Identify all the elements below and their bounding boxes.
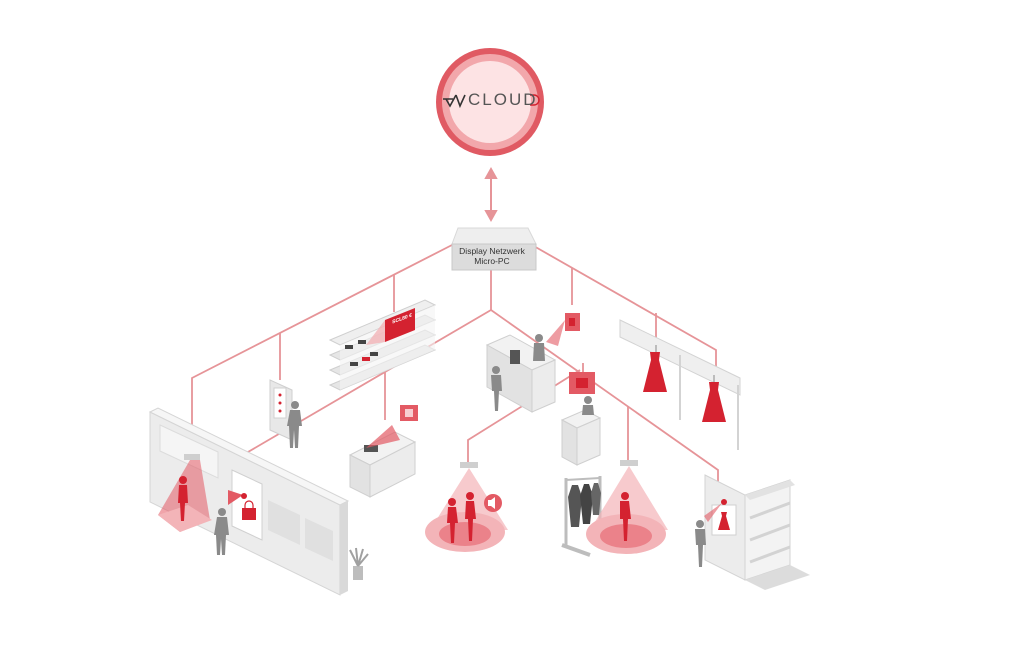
network-lines: [191, 244, 719, 500]
camera-sensor-icon: [704, 499, 727, 522]
person-icon: [214, 508, 229, 555]
person-icon: [178, 476, 188, 521]
cash-desk: [485, 313, 580, 413]
micro-pc-label: Display Netzwerk Micro-PC: [452, 242, 532, 270]
person-icon: [695, 520, 706, 567]
dress-display: [619, 319, 741, 450]
right-shelf: [704, 474, 810, 590]
cloud-logo-label: CLOUD: [440, 90, 540, 110]
cloud-logo-icon: [443, 94, 540, 109]
micro-pc: [451, 227, 537, 271]
micro-pc-line1: Display Netzwerk: [459, 246, 525, 256]
person-icon: [447, 492, 476, 543]
clothes-rack: [561, 476, 602, 557]
cloud-logo-text: CLOUD: [468, 90, 538, 109]
sensor-zone-left: [158, 454, 212, 532]
bag-icon: [242, 500, 256, 520]
sensor-zone-right: [586, 460, 668, 554]
camera-sensor-icon: [228, 490, 256, 520]
person-icon: [287, 401, 302, 448]
sensor-zone-center: [425, 462, 508, 552]
service-counter: [348, 405, 418, 498]
person-icon: [491, 366, 502, 411]
person-icon: [533, 334, 545, 361]
person-icon: [620, 492, 631, 541]
plant-icon: [349, 547, 369, 580]
price-display: [366, 172, 415, 345]
camera-sensor-icon: [546, 313, 580, 346]
dress-icon: [643, 352, 726, 422]
help-desk: [560, 372, 602, 466]
shelf-unit: [328, 299, 437, 391]
cloud-node: [436, 48, 544, 156]
person-icon: [582, 396, 594, 415]
micro-pc-line2: Micro-PC: [474, 256, 510, 266]
speaker-icon: [484, 494, 502, 512]
info-kiosk: [269, 379, 302, 448]
cloud-connection-arrow: [484, 166, 498, 223]
